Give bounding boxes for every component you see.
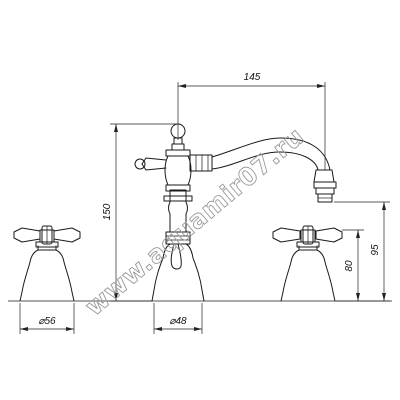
spout — [189, 137, 337, 203]
side-base-diameter-label: ⌀56 — [38, 316, 56, 327]
left-valve — [13, 225, 81, 302]
dimension-center-base-diameter: ⌀48 — [153, 303, 203, 334]
outlet-height-label: 95 — [370, 244, 381, 256]
dimension-overall-height: 150 — [102, 123, 178, 302]
dimension-side-base-diameter: ⌀56 — [19, 303, 75, 334]
right-valve — [272, 225, 343, 302]
spout-reach-label: 145 — [244, 72, 261, 83]
dimension-spout-reach: 145 — [177, 72, 326, 170]
handle-height-label: 80 — [344, 260, 355, 272]
dimension-outlet-height: 95 — [334, 201, 390, 302]
dimension-handle-height: 80 — [336, 229, 364, 302]
watermark-text: www.aquamir07.ru — [80, 122, 310, 322]
overall-height-label: 150 — [102, 203, 113, 220]
center-base-diameter-label: ⌀48 — [169, 316, 187, 327]
